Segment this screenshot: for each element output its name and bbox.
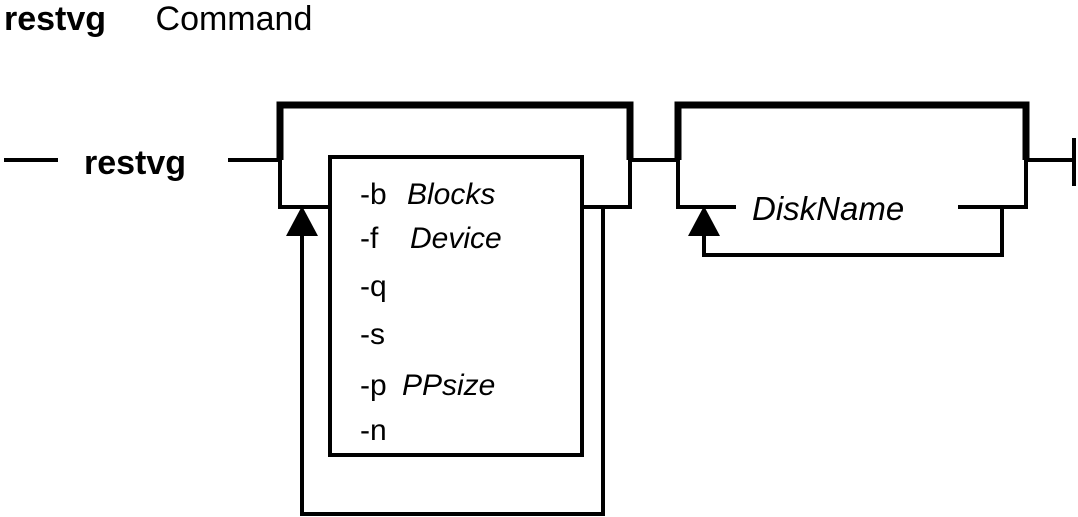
operand-entry-line [676, 160, 736, 209]
flag-argument: Blocks [407, 178, 495, 211]
flag-item: -n [360, 414, 387, 447]
operand-exit-line [958, 160, 1028, 209]
title-command: restvg [4, 0, 107, 38]
optional-bracket [276, 101, 634, 160]
flag-argument: PPsize [402, 369, 495, 402]
flag-item: -s [360, 318, 385, 351]
command-keyword: restvg [84, 144, 186, 182]
page-title: restvg Command [4, 0, 312, 39]
title-label: Command [155, 0, 313, 38]
flag-argument: Device [410, 222, 502, 255]
group-entry-line [278, 160, 330, 209]
operand-repeat-arrow-icon [688, 206, 720, 236]
operand-repeat-loop [702, 207, 1004, 257]
operand-bracket [674, 101, 1030, 160]
flag-item: -b [360, 178, 387, 211]
flag-choice-box [328, 155, 584, 457]
flag-repeat-loop [300, 205, 605, 516]
group-exit-line [582, 160, 632, 209]
flag-repeat-arrow-icon [286, 206, 318, 236]
operand-diskname: DiskName [752, 190, 904, 227]
flag-list: -b Blocks -f Device -q -s -p PPsize -n [360, 178, 502, 447]
flag-item: -p [360, 369, 387, 402]
flag-item: -q [360, 270, 387, 303]
flag-item: -f [360, 222, 379, 255]
